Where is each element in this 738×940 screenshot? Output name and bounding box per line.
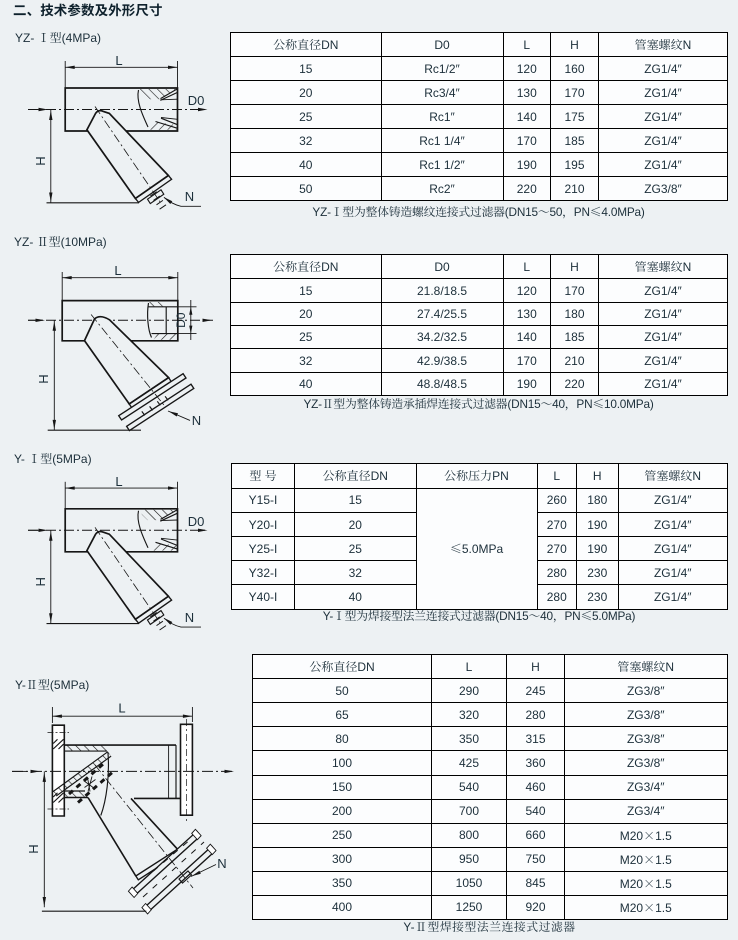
svg-text:L: L xyxy=(115,474,122,489)
svg-text:N: N xyxy=(185,610,194,625)
svg-text:N: N xyxy=(217,856,226,871)
svg-text:D0: D0 xyxy=(188,514,205,529)
svg-text:N: N xyxy=(192,413,201,428)
svg-text:H: H xyxy=(33,156,48,165)
svg-text:H: H xyxy=(36,374,51,383)
svg-text:L: L xyxy=(115,53,122,68)
svg-text:L: L xyxy=(118,701,125,716)
svg-text:N: N xyxy=(185,189,194,204)
svg-text:H: H xyxy=(26,844,41,853)
svg-text:L: L xyxy=(114,263,121,278)
svg-text:D0: D0 xyxy=(188,93,205,108)
svg-text:H: H xyxy=(33,577,48,586)
